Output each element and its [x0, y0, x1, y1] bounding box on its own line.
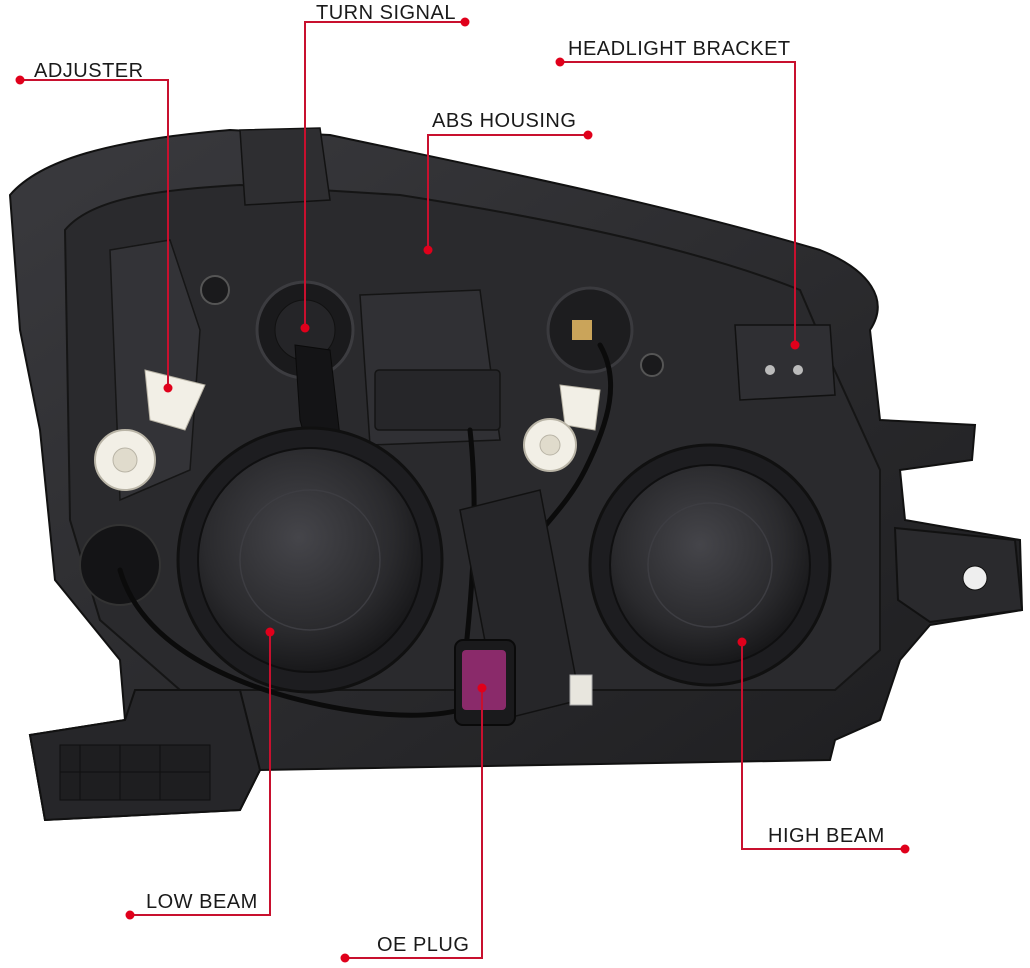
callout-dot-oe-plug-start — [340, 953, 350, 963]
callout-line-headlight-bracket — [560, 61, 796, 345]
callout-dot-low-beam-start — [125, 910, 135, 920]
callout-label-turn-signal: TURN SIGNAL — [316, 2, 456, 24]
lower-left-bracket — [28, 689, 262, 822]
adjuster-pin — [569, 674, 593, 706]
callout-label-low-beam: LOW BEAM — [146, 891, 258, 913]
left-grommet — [79, 524, 161, 606]
callout-dot-oe-plug-end — [477, 683, 487, 693]
callout-label-high-beam: HIGH BEAM — [768, 825, 885, 847]
callout-dots — [15, 17, 910, 963]
callout-dot-adjuster-end — [163, 383, 173, 393]
screw-right — [640, 353, 664, 377]
high-beam-cap — [588, 443, 832, 687]
adjuster-left — [94, 369, 206, 491]
oe-plug-part — [454, 639, 516, 726]
housing-label-plate — [374, 369, 501, 431]
top-tab — [239, 127, 331, 206]
right-side-bracket — [893, 526, 1024, 624]
callout-label-oe-plug: OE PLUG — [377, 934, 470, 956]
callout-label-headlight-bracket: HEADLIGHT BRACKET — [568, 38, 791, 60]
callout-lines — [20, 21, 905, 959]
callout-dot-headlight-bracket-start — [555, 57, 565, 67]
callout-dot-turn-signal-end — [300, 323, 310, 333]
low-beam-cap — [176, 426, 444, 694]
callout-label-adjuster: ADJUSTER — [34, 60, 144, 82]
callout-dot-turn-signal-start — [460, 17, 470, 27]
callout-line-oe-plug — [345, 688, 483, 959]
side-marker-socket — [546, 286, 634, 374]
callout-line-high-beam — [741, 642, 905, 850]
screw-left — [200, 275, 230, 305]
callout-dot-abs-housing-end — [423, 245, 433, 255]
callout-line-low-beam — [130, 632, 271, 916]
callout-line-adjuster — [20, 79, 169, 388]
callout-line-turn-signal — [304, 21, 465, 328]
callout-dot-high-beam-end — [737, 637, 747, 647]
callout-dot-headlight-bracket-end — [790, 340, 800, 350]
callout-dot-abs-housing-start — [583, 130, 593, 140]
callout-dot-high-beam-start — [900, 844, 910, 854]
callout-line-abs-housing — [427, 134, 588, 250]
callout-dot-adjuster-start — [15, 75, 25, 85]
adjuster-right — [523, 384, 601, 472]
headlight-bracket-part — [734, 324, 836, 401]
callout-dot-low-beam-end — [265, 627, 275, 637]
callout-label-abs-housing: ABS HOUSING — [432, 110, 577, 132]
